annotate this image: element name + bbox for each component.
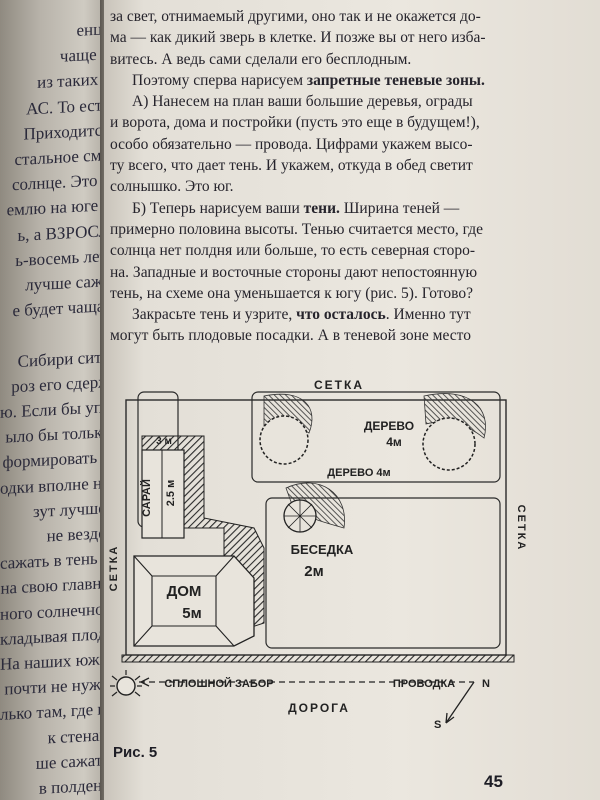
left-page-line: в полдень — [38, 775, 110, 798]
figure-5-garden-plan: СЕТКА СЕТКА СЕТКА САРАЙ 2.5 м 3 м ДОМ 5м… — [108, 378, 527, 731]
text-span: примерно половина высоты. Тенью считаетс… — [110, 220, 483, 238]
tree-1 — [259, 415, 309, 465]
tree-label-2: ДЕРЕВО 4м — [327, 467, 390, 479]
tree-2 — [422, 417, 476, 471]
text-line: А) Нанесем на план ваши большие деревья,… — [110, 91, 520, 112]
text-span: за свет, отнимаемый другими, оно так и н… — [110, 8, 481, 25]
left-page-line: формировать « — [2, 447, 110, 473]
shed-height-label: 2.5 м — [165, 480, 177, 507]
text-line: особо обязательно — провода. Цифрами ука… — [110, 134, 520, 155]
text-span: тень, на схеме она уменьшается к югу (ри… — [110, 284, 474, 302]
tree-height-label: 4м — [386, 435, 402, 449]
left-page-line: стальное смо — [14, 145, 110, 170]
left-page-line: лучше саже — [25, 271, 110, 295]
setka-left-label: СЕТКА — [108, 545, 120, 592]
bold-text: тени. — [303, 199, 340, 217]
text-line: ту всего, что дает тень. И укажем, откуд… — [110, 155, 520, 176]
shed-label: САРАЙ — [140, 479, 153, 517]
left-page-line: кладывая плодо — [0, 623, 112, 649]
left-page-line: ше сажать — [35, 749, 110, 773]
text-line: ма — как дикий зверь в клетке. И позже в… — [110, 27, 520, 48]
right-bed — [265, 497, 501, 649]
house-label: ДОМ — [167, 583, 202, 600]
north-label: N — [482, 678, 490, 690]
left-page-line: ыло бы только — [5, 422, 110, 447]
setka-top-label: СЕТКА — [314, 378, 364, 392]
body-text: за свет, отнимаемый другими, оно так и н… — [110, 6, 520, 347]
text-span: и ворота, дома и постройки (пусть это ещ… — [110, 114, 480, 132]
text-span: особо обязательно — провода. Цифрами ука… — [110, 135, 473, 153]
text-span: ту всего, что дает тень. И укажем, откуд… — [110, 157, 473, 175]
tree-label: ДЕРЕВО — [364, 419, 414, 433]
text-line: Б) Теперь нарисуем ваши тени. Ширина тен… — [110, 198, 520, 219]
text-line: Закрасьте тень и узрите, что осталось. И… — [110, 304, 520, 325]
house-height-label: 5м — [182, 605, 201, 622]
left-page-line: зут лучше. — [33, 497, 110, 521]
left-page-line: емлю на юге с — [6, 195, 110, 220]
text-span: Поэтому сперва нарисуем — [132, 71, 307, 89]
left-page-line: ь, а ВЗРОСЛ — [17, 220, 111, 245]
bold-text: запретные теневые зоны. — [306, 71, 485, 89]
text-line: Поэтому сперва нарисуем запретные теневы… — [110, 70, 520, 91]
page-number: 45 — [484, 772, 503, 791]
left-page-line: лько там, где ну — [0, 699, 112, 725]
text-line: и ворота, дома и постройки (пусть это ещ… — [110, 112, 520, 133]
text-span: ма — как дикий зверь в клетке. И позже в… — [110, 29, 486, 47]
left-page-line: На наших южны — [0, 648, 112, 674]
left-page-line: почти не нужн — [4, 674, 110, 699]
bold-text: что осталось — [296, 306, 386, 324]
fence-label: СПЛОШНОЙ ЗАБОР — [164, 677, 273, 690]
text-span: солнышко. Это юг. — [110, 178, 234, 196]
solid-fence — [121, 654, 515, 663]
south-label: S — [434, 719, 441, 731]
text-span: витесь. А ведь сами сделали его бесплодн… — [110, 50, 412, 68]
gazebo-label: БЕСЕДКА — [291, 542, 354, 557]
left-page-line: солнце. Это к — [12, 170, 110, 195]
left-page-line: не везде. — [46, 523, 110, 546]
text-span: солнца нет полдня или больше, то есть се… — [110, 242, 475, 260]
tree-bed — [251, 391, 501, 483]
left-page-line: одки вполне нор — [0, 472, 112, 498]
left-page-line: сажать в тень о — [0, 548, 111, 574]
text-span: Закрасьте тень и узрите, — [132, 306, 297, 324]
text-line: солнца нет полдня или больше, то есть се… — [110, 240, 520, 261]
text-line: тень, на схеме она уменьшается к югу (ри… — [110, 283, 520, 304]
left-page-line: роз его сдерж — [11, 371, 110, 397]
text-line: могут быть плодовые посадки. А в теневой… — [110, 325, 520, 346]
left-page-line — [0, 322, 110, 328]
shed — [141, 449, 185, 539]
left-page-line: к стенам — [47, 724, 110, 747]
left-page-line: ю. Если бы упо — [0, 397, 112, 422]
text-line: за свет, отнимаемый другими, оно так и н… — [110, 6, 520, 27]
text-line: витесь. А ведь сами сделали его бесплодн… — [110, 49, 520, 70]
wire-label: ПРОВОДКА — [393, 678, 455, 690]
gazebo-height-label: 2м — [304, 563, 323, 580]
left-page-line: е будет чаща! — [12, 296, 111, 321]
left-page-line: ь-восемь лет. — [15, 245, 110, 270]
left-page-line: Сибири ситу — [17, 346, 110, 371]
left-page-line: АС. То есть — [26, 94, 110, 119]
text-span: . Именно тут — [385, 306, 471, 324]
text-span: на. Западные и восточные стороны дают не… — [110, 263, 478, 281]
text-span: Ширина теней — — [339, 199, 460, 217]
shed-height-left-label: 3 м — [156, 436, 172, 447]
house-roof-lines — [133, 555, 235, 647]
text-line: на. Западные и восточные стороны дают не… — [110, 262, 520, 283]
text-span: А) Нанесем на план ваши большие деревья,… — [132, 93, 473, 111]
road-label: ДОРОГА — [288, 701, 350, 715]
text-span: могут быть плодовые посадки. А в теневой… — [110, 327, 471, 345]
left-page-line: Приходится — [23, 119, 111, 144]
left-page-line: из таких с — [37, 69, 110, 93]
figure-caption: Рис. 5 — [113, 744, 158, 761]
text-line: солнышко. Это юг. — [110, 176, 520, 197]
left-page-line: на свою главну — [0, 573, 110, 599]
setka-right-label: СЕТКА — [515, 505, 527, 552]
left-page-line: ного солнечног — [0, 598, 111, 624]
left-page-line: енця — [76, 19, 110, 40]
left-page-line: чаще н — [59, 44, 110, 66]
text-line: примерно половина высоты. Тенью считаетс… — [110, 219, 520, 240]
sun-icon — [116, 676, 136, 696]
text-span: Б) Теперь нарисуем ваши — [132, 199, 304, 217]
